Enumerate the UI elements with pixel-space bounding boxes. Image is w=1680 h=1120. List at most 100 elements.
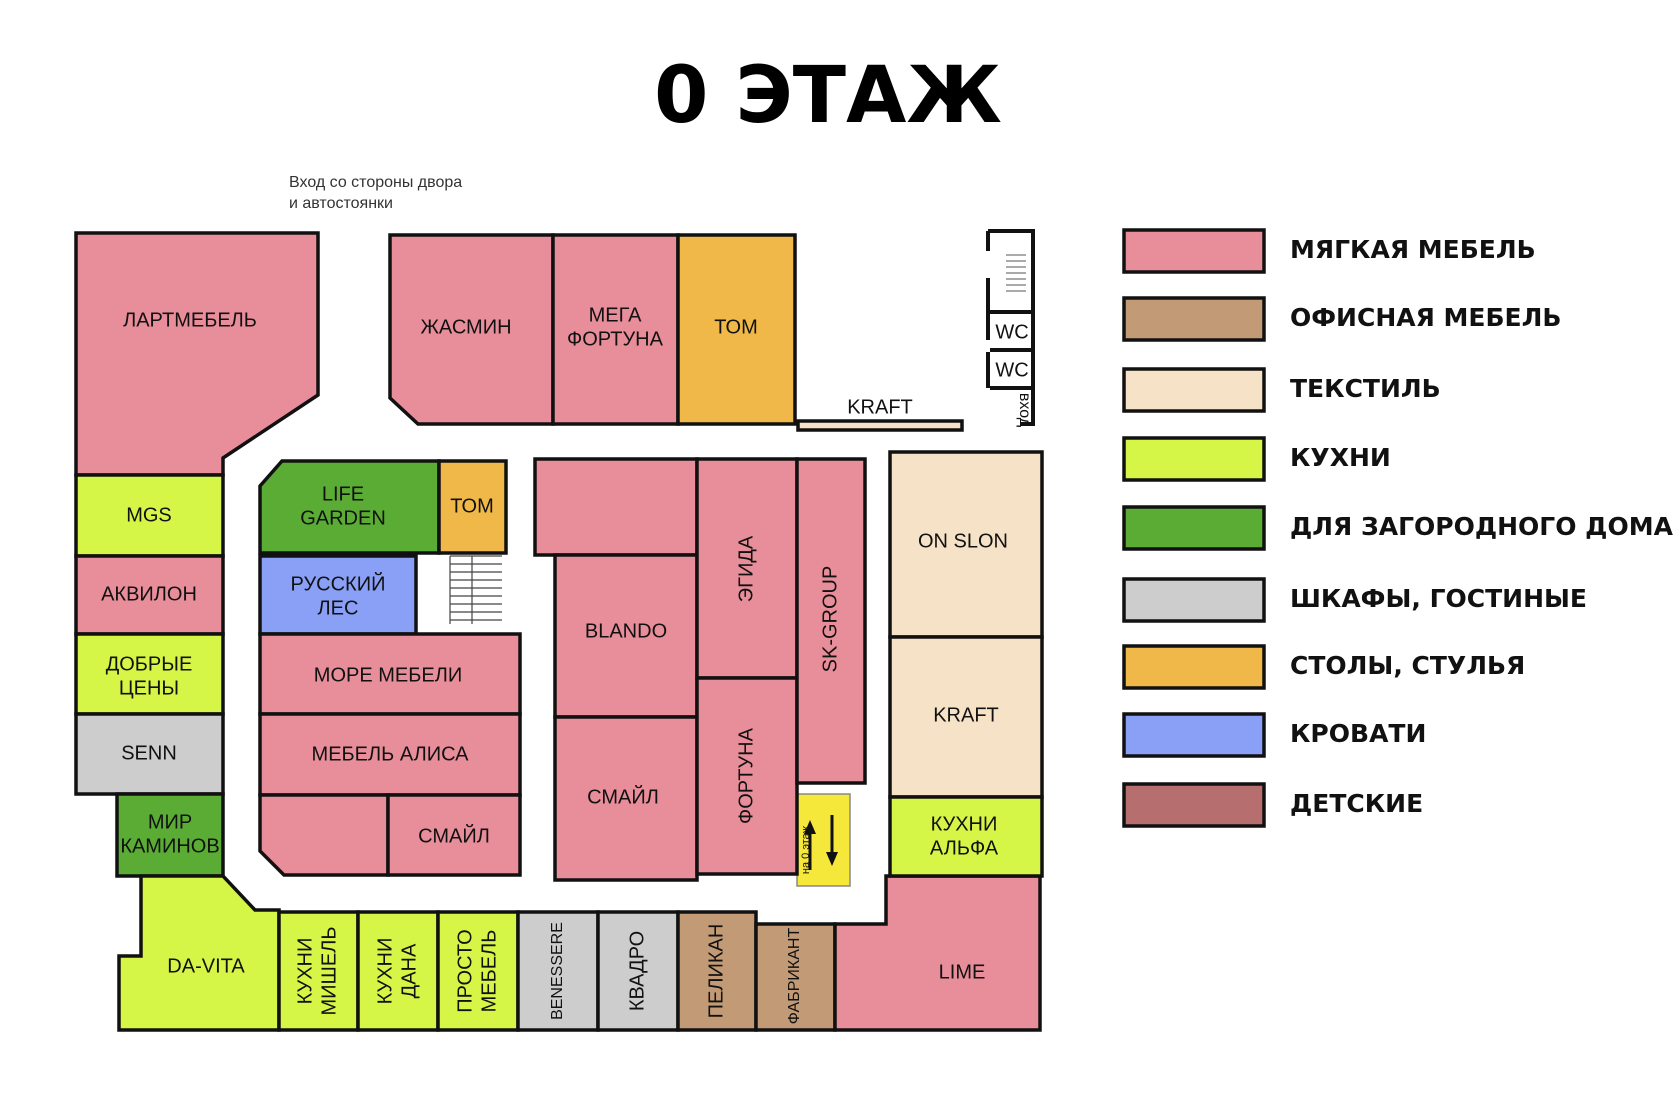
store-area-unnamed-left[interactable] [258, 793, 390, 877]
store-area-sk-group[interactable] [795, 457, 867, 785]
store-label-mega-fortuna: ФОРТУНА [567, 328, 664, 350]
store-area-lime[interactable] [833, 874, 1042, 1032]
store-label-kuhni-alfa: АЛЬФА [930, 837, 999, 859]
entrance-note-line-1: Вход со стороны двора [289, 174, 462, 191]
store-fabrikant[interactable]: ФАБРИКАНТ [754, 922, 837, 1032]
store-label-lartmebel: ЛАРТМЕБЕЛЬ [123, 309, 257, 331]
legend-item-kitchen: КУХНИ [1122, 436, 1391, 482]
store-area-life-garden[interactable] [258, 459, 441, 555]
store-label-sk-group: SK-GROUP [819, 566, 841, 673]
store-label-tom-inner: ТОМ [450, 495, 494, 517]
store-area-da-vita[interactable] [117, 874, 281, 1032]
store-area-kuhni-alfa[interactable] [888, 795, 1044, 878]
store-label-mgs: MGS [126, 504, 172, 526]
entrance-note-line-2: и автостоянки [289, 195, 393, 212]
store-label-kuhni-dana: ДАНА [398, 943, 420, 998]
store-area-unnamed-top[interactable] [533, 457, 699, 557]
store-label-kraft: KRAFT [933, 704, 999, 726]
store-label-smayl-center: СМАЙЛ [587, 784, 659, 808]
legend-item-beds: КРОВАТИ [1122, 712, 1426, 758]
store-label-zhasmin: ЖАСМИН [420, 316, 511, 338]
legend-label-beds: КРОВАТИ [1290, 719, 1426, 748]
store-unnamed-top[interactable] [533, 457, 699, 557]
floor-title: 0 ЭТАЖ [654, 51, 1002, 141]
legend-label-textile: ТЕКСТИЛЬ [1290, 374, 1441, 403]
legend-label-kids: ДЕТСКИЕ [1290, 789, 1423, 818]
legend-item-wardrobe: ШКАФЫ, ГОСТИНЫЕ [1122, 577, 1587, 623]
legend-item-textile: ТЕКСТИЛЬ [1122, 367, 1441, 413]
legend-swatch-wardrobe [1122, 577, 1266, 623]
store-akvilon[interactable]: АКВИЛОН [74, 554, 225, 636]
store-area-smayl-left[interactable] [386, 793, 522, 877]
store-benessere[interactable]: BENESSERE [516, 910, 600, 1032]
store-egida[interactable]: ЭГИДА [695, 457, 799, 680]
legend-label-soft: МЯГКАЯ МЕБЕЛЬ [1290, 235, 1536, 264]
store-area-tom-top[interactable] [676, 233, 797, 426]
store-area-tom-inner[interactable] [437, 459, 508, 555]
store-kvadro[interactable]: КВАДРО [596, 910, 680, 1032]
store-label-russkiy-les: РУССКИЙ [291, 571, 386, 595]
store-label-prosto-mebel: МЕБЕЛЬ [478, 930, 500, 1013]
store-label-kuhni-dana: КУХНИ [374, 938, 396, 1005]
store-mebel-alisa[interactable]: МЕБЕЛЬ АЛИСА [258, 712, 522, 797]
side-entrance-label: вход [1016, 393, 1033, 428]
store-label-pelikan: ПЕЛИКАН [705, 924, 727, 1019]
store-label-on-slon: ON SLON [918, 530, 1008, 552]
store-kraft-strip[interactable]: KRAFT [796, 396, 964, 432]
store-tom-top[interactable]: ТОМ [676, 233, 797, 426]
store-label-fortuna: ФОРТУНА [735, 727, 757, 824]
legend-item-soft: МЯГКАЯ МЕБЕЛЬ [1122, 228, 1536, 274]
store-fortuna[interactable]: ФОРТУНА [695, 676, 799, 876]
legend-swatch-textile [1122, 367, 1266, 413]
store-label-life-garden: GARDEN [300, 507, 386, 529]
store-area-smayl-center[interactable] [553, 715, 699, 882]
legend-swatch-country [1122, 505, 1266, 551]
store-label-life-garden: LIFE [322, 483, 364, 505]
store-kraft[interactable]: KRAFT [888, 635, 1044, 799]
legend-item-tables: СТОЛЫ, СТУЛЬЯ [1122, 644, 1525, 690]
store-senn[interactable]: SENN [74, 712, 225, 796]
legend-item-office: ОФИСНАЯ МЕБЕЛЬ [1122, 296, 1561, 342]
legend-swatch-soft [1122, 228, 1266, 274]
legend-label-kitchen: КУХНИ [1290, 443, 1391, 472]
store-tom-inner[interactable]: ТОМ [437, 459, 508, 555]
legend-label-tables: СТОЛЫ, СТУЛЬЯ [1290, 651, 1525, 680]
store-area-zhasmin[interactable] [388, 233, 555, 426]
store-area-fortuna[interactable] [695, 676, 799, 876]
store-unnamed-left[interactable] [258, 793, 390, 877]
store-label-dobrye-ceny: ЦЕНЫ [119, 677, 179, 699]
legend-swatch-beds [1122, 712, 1266, 758]
store-label-kraft-strip: KRAFT [847, 396, 913, 418]
store-more-mebeli[interactable]: МОРЕ МЕБЕЛИ [258, 632, 522, 716]
legend-item-country: ДЛЯ ЗАГОРОДНОГО ДОМА [1122, 505, 1674, 551]
store-da-vita[interactable]: DA-VITA [117, 874, 281, 1032]
legend-swatch-kitchen [1122, 436, 1266, 482]
store-label-senn: SENN [121, 742, 177, 764]
store-lime[interactable]: LIME [833, 874, 1042, 1032]
store-zhasmin[interactable]: ЖАСМИН [388, 233, 555, 426]
store-label-blando: BLANDO [585, 620, 667, 642]
store-lartmebel[interactable]: ЛАРТМЕБЕЛЬ [74, 231, 320, 477]
store-smayl-left[interactable]: СМАЙЛ [386, 793, 522, 877]
store-label-dobrye-ceny: ДОБРЫЕ [106, 653, 193, 675]
store-label-egida: ЭГИДА [735, 535, 757, 602]
store-blando[interactable]: BLANDO [553, 553, 699, 719]
store-area-lartmebel[interactable] [74, 231, 320, 477]
store-pelikan[interactable]: ПЕЛИКАН [676, 910, 758, 1032]
store-on-slon[interactable]: ON SLON [888, 450, 1044, 639]
legend-label-wardrobe: ШКАФЫ, ГОСТИНЫЕ [1290, 584, 1587, 613]
store-mgs[interactable]: MGS [74, 473, 225, 558]
store-smayl-center[interactable]: СМАЙЛ [553, 715, 699, 882]
store-sk-group[interactable]: SK-GROUP [795, 457, 867, 785]
store-area-kraft-strip[interactable] [796, 419, 964, 432]
